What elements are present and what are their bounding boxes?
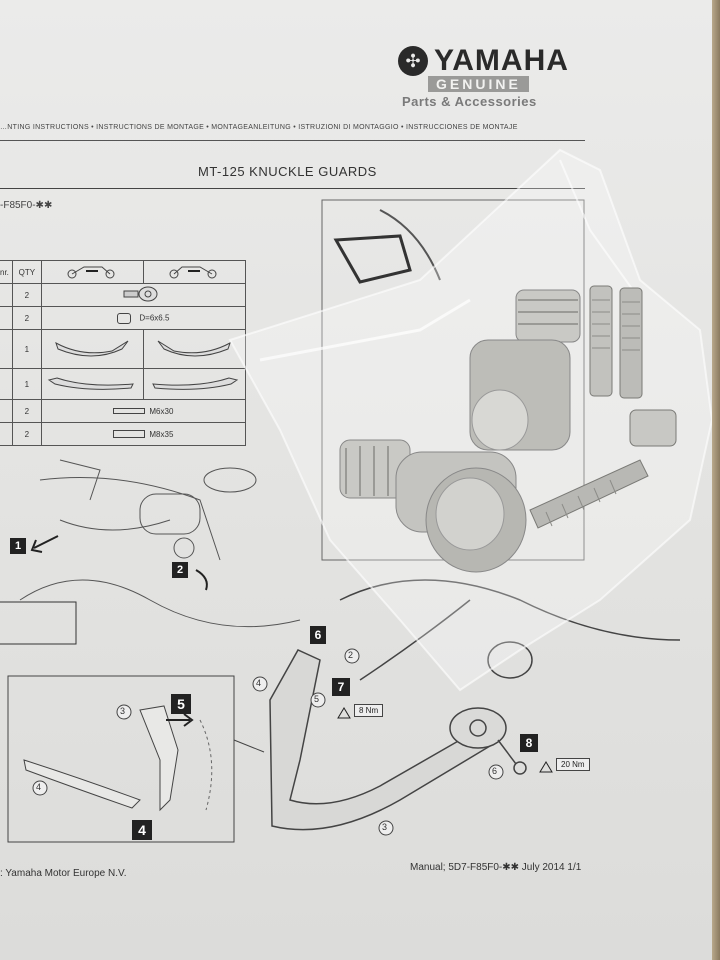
table-row: 1 bbox=[0, 368, 246, 400]
guard-assembly-drawing bbox=[269, 579, 681, 831]
row-part-right bbox=[142, 329, 246, 369]
part-number: -F85F0-✱✱ bbox=[0, 200, 53, 211]
title-rule bbox=[0, 188, 585, 189]
callout-3-main: 3 bbox=[382, 822, 388, 832]
torque-label-small: 8 Nm bbox=[354, 704, 384, 717]
brand-genuine: GENUINE bbox=[428, 76, 529, 92]
warning-icon bbox=[337, 707, 351, 719]
arrow-right-icon bbox=[166, 713, 194, 727]
warning-icon bbox=[539, 761, 553, 773]
footer-manual: Manual; 5D7-F85F0-✱✱ July 2014 1/1 bbox=[410, 862, 582, 873]
bracket-detail-sketch bbox=[23, 759, 141, 809]
step-4-badge: 4 bbox=[132, 820, 152, 840]
bar-end-adapter-lower bbox=[339, 439, 527, 573]
table-edge bbox=[712, 0, 720, 960]
step-5-badge: 5 bbox=[171, 694, 191, 714]
guard-detail-sketch bbox=[139, 705, 179, 812]
weight-adapter-icon bbox=[123, 286, 158, 302]
bracket-left-icon bbox=[48, 377, 135, 390]
row-part bbox=[40, 283, 246, 307]
callout-3: 3 bbox=[120, 706, 126, 716]
tuning-fork-icon: ✣ bbox=[398, 46, 428, 76]
row-part: M6x30 bbox=[40, 399, 246, 423]
bracket-right-icon bbox=[152, 377, 239, 390]
row-part: M8x35 bbox=[40, 422, 246, 446]
document-title: MT-125 KNUCKLE GUARDS bbox=[198, 164, 377, 179]
table-header-row: nr. QTY bbox=[0, 260, 246, 284]
row-note: D=6x6.5 bbox=[139, 313, 170, 323]
header-rule bbox=[0, 140, 585, 141]
header-right-bike bbox=[142, 260, 246, 284]
handlebar-step-drawing bbox=[19, 459, 301, 628]
brand-tagline: Parts & Accessories bbox=[402, 94, 537, 109]
guard-right-icon bbox=[158, 340, 232, 357]
callout-4: 4 bbox=[36, 782, 42, 792]
row-qty: 1 bbox=[11, 329, 42, 369]
arrow-icon bbox=[30, 535, 59, 553]
torque-label-large: 20 Nm bbox=[556, 758, 590, 771]
footer-company: : Yamaha Motor Europe N.V. bbox=[0, 868, 127, 879]
bar-end-adapter-upper bbox=[469, 289, 581, 451]
row-note: M8x35 bbox=[149, 429, 174, 439]
step-8-badge: 8 bbox=[520, 734, 538, 752]
step-6-badge: 6 bbox=[310, 626, 326, 644]
bolt-m6-icon bbox=[113, 408, 146, 415]
step-1-badge: 1 bbox=[10, 538, 26, 554]
bolts bbox=[529, 285, 677, 529]
handlebar-lever-sketch bbox=[333, 234, 412, 284]
table-row: 2 M6x30 bbox=[0, 399, 246, 423]
bike-left-icon bbox=[67, 266, 115, 279]
callout-2: 2 bbox=[348, 650, 354, 660]
bolt-m8-icon bbox=[113, 430, 146, 439]
row-qty: 2 bbox=[11, 422, 42, 446]
guard-left-icon bbox=[55, 340, 129, 357]
step-2-badge: 2 bbox=[172, 562, 188, 578]
nut-icon bbox=[117, 312, 132, 324]
side-select-box bbox=[0, 601, 77, 645]
step-7-badge: 7 bbox=[332, 678, 350, 696]
parts-table: nr. QTY 2 2 D=6x6.5 1 1 2 bbox=[0, 260, 246, 446]
instructions-header: …NTING INSTRUCTIONS • INSTRUCTIONS DE MO… bbox=[0, 124, 518, 131]
brand-name: YAMAHA bbox=[434, 44, 569, 77]
arrow-icon bbox=[195, 569, 208, 591]
callout-6: 6 bbox=[492, 766, 498, 776]
header-left-bike bbox=[40, 260, 144, 284]
table-row: 2 bbox=[0, 283, 246, 307]
yamaha-logo: ✣ YAMAHA GENUINE Parts & Accessories bbox=[398, 42, 578, 112]
bike-right-icon bbox=[169, 266, 217, 279]
callout-4-main: 4 bbox=[256, 678, 262, 688]
row-note: M6x30 bbox=[149, 406, 174, 416]
callout-5: 5 bbox=[314, 694, 320, 704]
header-qty: QTY bbox=[11, 260, 42, 284]
detail-inset-frame bbox=[7, 675, 235, 843]
table-row: 2 M8x35 bbox=[0, 422, 246, 446]
